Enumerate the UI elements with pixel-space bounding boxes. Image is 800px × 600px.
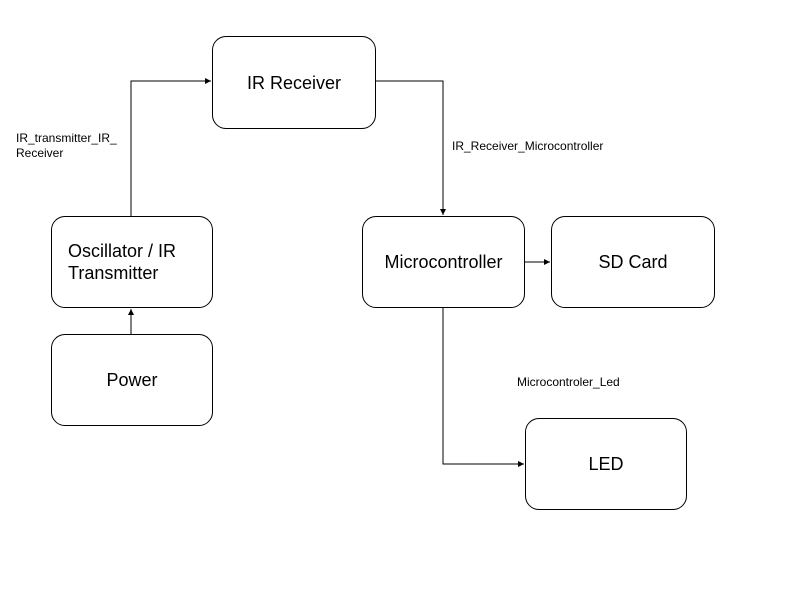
node-power-label: Power <box>106 370 158 390</box>
edge-ir-receiver-to-microcontroller <box>376 80 446 215</box>
edge-label-microcontroller-led: Microcontroler_Led <box>517 375 620 389</box>
node-oscillator-label: Oscillator / IR Transmitter <box>68 241 177 283</box>
node-led-label: LED <box>588 454 624 474</box>
node-sd-card: SD Card <box>551 216 715 308</box>
node-sd-card-label: SD Card <box>598 252 668 272</box>
node-oscillator-ir-transmitter: Oscillator / IR Transmitter <box>51 216 213 308</box>
node-ir-receiver-label: IR Receiver <box>246 72 342 93</box>
node-ir-receiver: IR Receiver <box>212 36 376 129</box>
node-microcontroller-label: Microcontroller <box>384 252 503 272</box>
node-led: LED <box>525 418 687 510</box>
node-power: Power <box>51 334 213 426</box>
node-microcontroller: Microcontroller <box>362 216 525 308</box>
edge-microcontroller-to-led <box>442 308 524 467</box>
edge-label-receiver-microcontroller: IR_Receiver_Microcontroller <box>452 139 604 153</box>
edge-label-transmitter-receiver: IR_transmitter_IR_ Receiver <box>16 131 117 160</box>
edge-oscillator-to-ir-receiver <box>130 78 211 216</box>
